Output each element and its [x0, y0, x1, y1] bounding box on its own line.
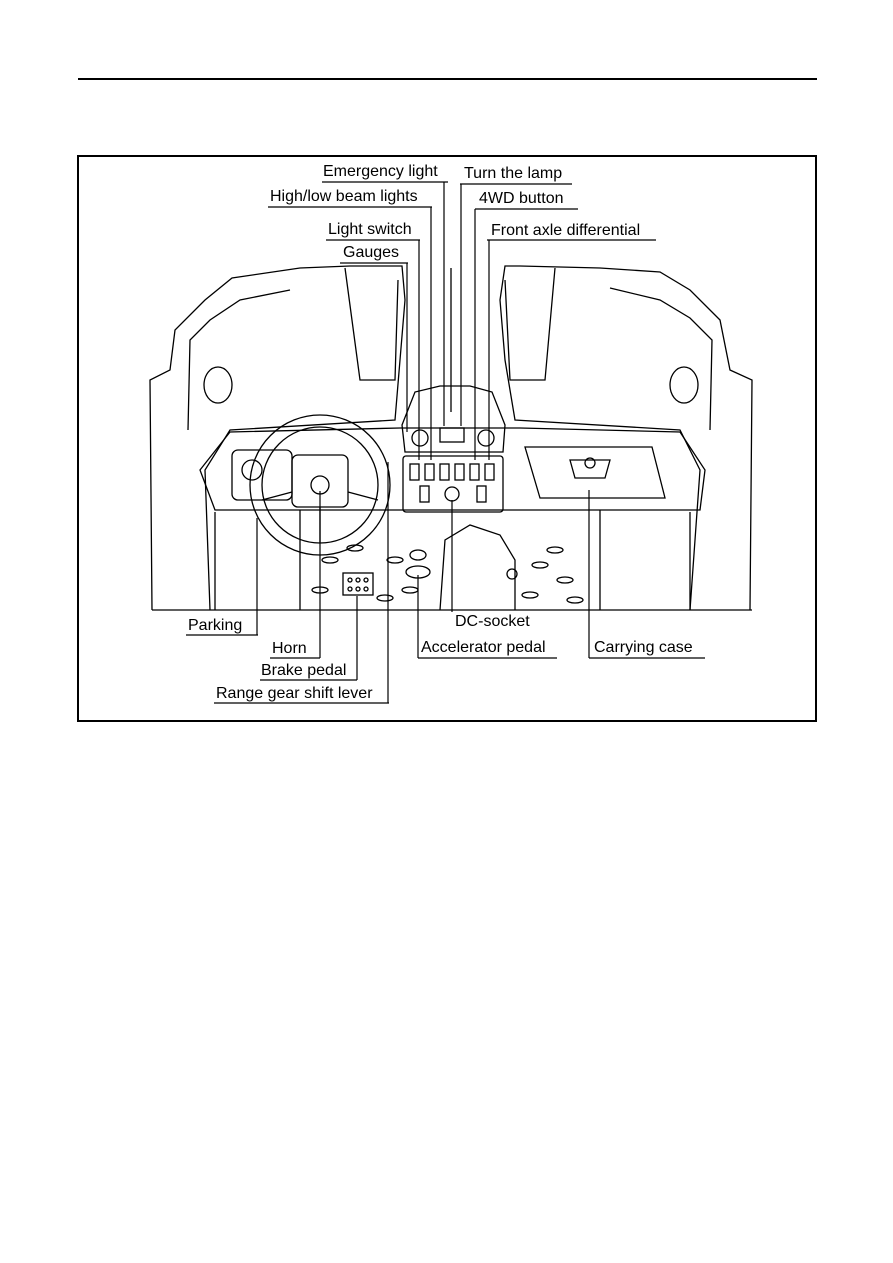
label-turn-lamp: Turn the lamp	[464, 165, 563, 182]
label-range-gear: Range gear shift lever	[216, 685, 373, 702]
label-front-axle: Front axle differential	[491, 222, 641, 239]
label-accelerator: Accelerator pedal	[421, 639, 546, 656]
label-parking: Parking	[188, 617, 243, 634]
label-4wd-button: 4WD button	[479, 190, 564, 207]
label-dc-socket: DC-socket	[455, 613, 530, 630]
left-hood	[149, 265, 406, 611]
label-carrying-case: Carrying case	[594, 639, 693, 656]
label-beam-lights: High/low beam lights	[270, 188, 418, 205]
label-light-switch: Light switch	[328, 221, 412, 238]
left-hood-inner	[187, 289, 291, 431]
right-hood	[499, 265, 753, 611]
instrument-cluster	[401, 385, 506, 453]
dc-socket-shape	[444, 486, 460, 502]
gauge-screen	[439, 427, 465, 443]
label-brake-pedal: Brake pedal	[261, 662, 347, 679]
left-mirror	[203, 366, 233, 404]
right-hood-panel	[504, 267, 556, 381]
dashboard	[199, 427, 706, 511]
right-mirror	[669, 366, 699, 404]
figure-frame	[77, 155, 817, 722]
switch-panel	[402, 455, 504, 513]
left-hood-panel	[344, 267, 399, 381]
label-gauges: Gauges	[343, 244, 400, 261]
leader-lines	[186, 181, 705, 704]
carrying-case-shape	[524, 446, 666, 499]
label-horn: Horn	[272, 640, 307, 657]
right-hood-inner	[609, 287, 713, 431]
center-tunnel	[439, 524, 516, 611]
header-rule	[78, 78, 817, 80]
label-emergency-light: Emergency light	[323, 163, 438, 180]
